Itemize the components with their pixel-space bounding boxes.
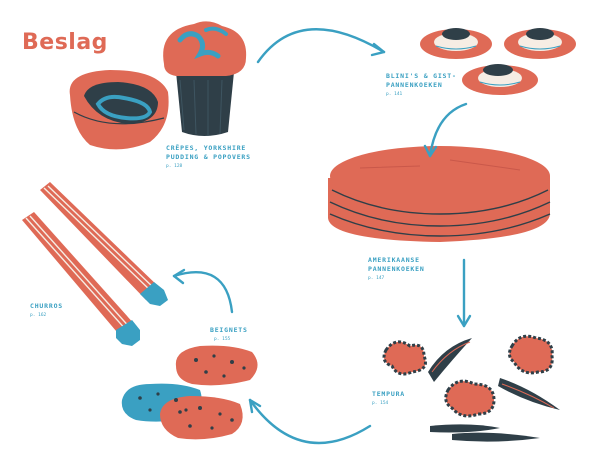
label-american-pancakes: AMERIKAANSE PANNENKOEKEN (368, 256, 425, 274)
label-crepes-line2: PUDDING & POPOVERS (166, 153, 251, 161)
arrow-head-icon (423, 144, 438, 158)
beignets-illustration (121, 345, 258, 440)
label-blini-line2: PANNENKOEKEN (386, 81, 443, 89)
popover-illustration (163, 21, 247, 136)
flow-arrows (172, 28, 472, 445)
label-blini: BLINI'S & GIST- PANNENKOEKEN (386, 72, 457, 90)
page-ref-tempura: p. 154 (372, 401, 389, 406)
yorkshire-pudding-illustration (69, 70, 169, 150)
arrow-head-icon (248, 398, 262, 414)
arrow-icon (172, 271, 234, 314)
arrow-head-icon (370, 42, 386, 57)
label-american-pancakes-line2: PANNENKOEKEN (368, 265, 425, 273)
churros-illustration (22, 182, 168, 346)
label-blini-line1: BLINI'S & GIST- (386, 72, 457, 80)
label-beignets: BEIGNETS (210, 326, 248, 334)
page-ref-churros: p. 162 (30, 313, 47, 318)
page-ref-beignets: p. 155 (214, 337, 231, 342)
arrow-icon (428, 102, 468, 158)
page-ref-crepes: p. 128 (166, 164, 183, 169)
label-crepes: CRÊPES, YORKSHIRE PUDDING & POPOVERS (166, 144, 251, 162)
label-crepes-line1: CRÊPES, YORKSHIRE (166, 144, 247, 152)
page-title: Beslag (22, 30, 108, 55)
label-churros: CHURROS (30, 302, 63, 310)
tempura-illustration (382, 334, 560, 442)
page-ref-blini: p. 141 (386, 92, 403, 97)
page-ref-american-pancakes: p. 147 (368, 276, 385, 281)
arrow-icon (248, 398, 372, 445)
arrow-head-icon (456, 314, 472, 328)
label-american-pancakes-line1: AMERIKAANSE (368, 256, 420, 264)
pancake-stack-illustration (328, 146, 551, 242)
arrow-head-icon (172, 268, 186, 285)
arrow-icon (256, 28, 386, 64)
blini-illustration (420, 28, 576, 95)
label-tempura: TEMPURA (372, 390, 405, 398)
